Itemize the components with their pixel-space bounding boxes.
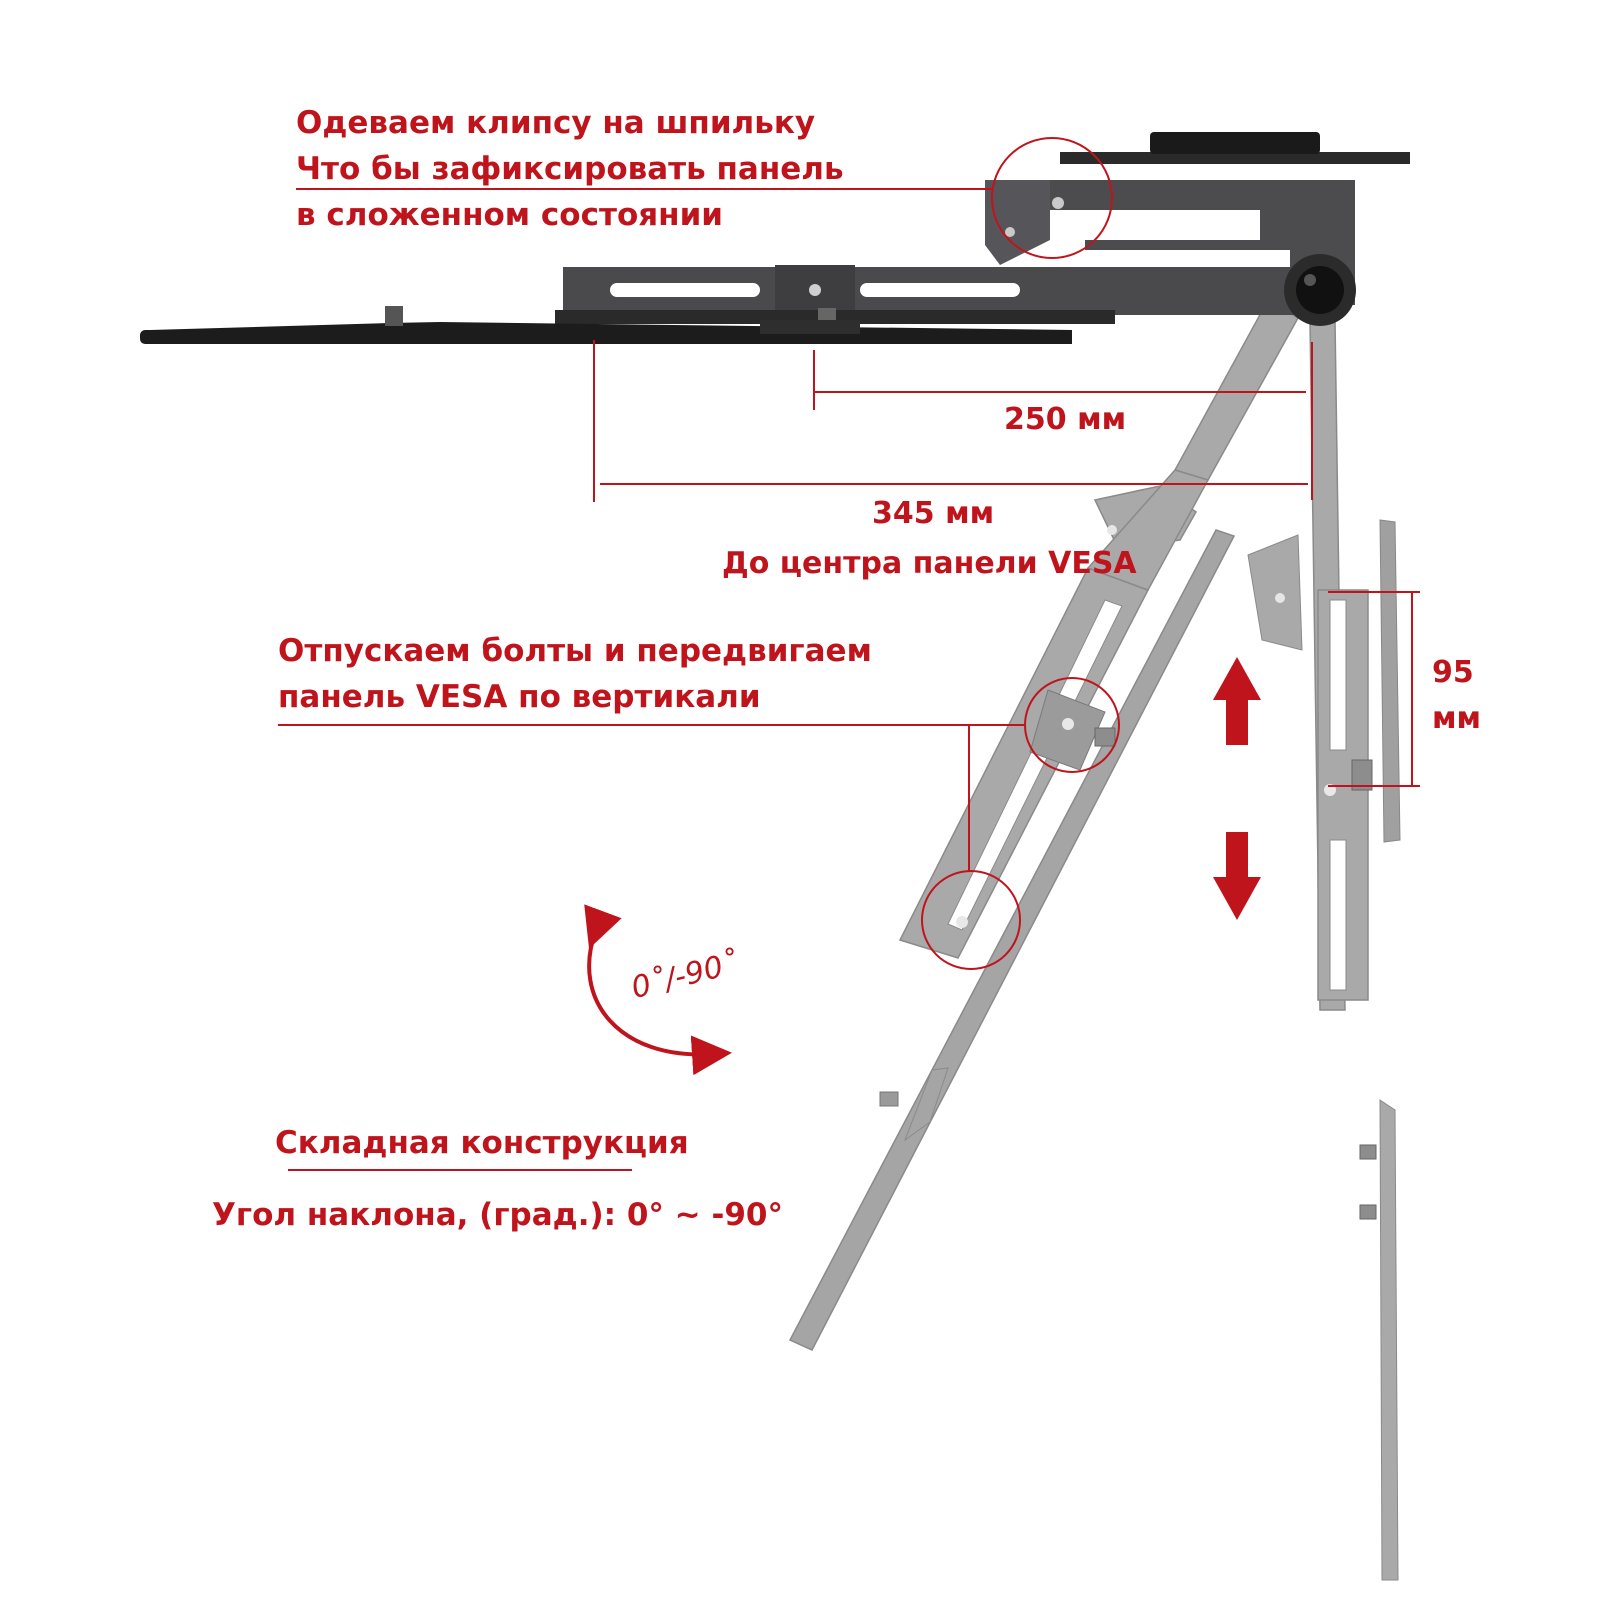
pivot-knob xyxy=(1284,254,1356,326)
dimension-lines xyxy=(593,340,1420,787)
bolts-note: Отпускаем болты и передвигаем панель VES… xyxy=(278,628,872,720)
dimension-95-unit: мм xyxy=(1432,701,1482,736)
clip-note-line-1: Одеваем клипсу на шпильку xyxy=(296,105,816,141)
tilt-arc-arrow-icon xyxy=(584,904,732,1076)
folding-title: Складная конструкция xyxy=(275,1125,689,1161)
clip-note-line-2: Что бы зафиксировать панель xyxy=(296,151,844,187)
diagonal-support-arm xyxy=(898,298,1300,959)
ceiling-mount xyxy=(985,132,1410,305)
callout-bolts xyxy=(278,677,1120,970)
clip-note-line-3: в сложенном состоянии xyxy=(296,197,724,233)
callout-clip xyxy=(296,137,1113,259)
dimension-95: 95 мм xyxy=(1432,650,1481,742)
tilted-vesa-panel xyxy=(788,485,1236,1351)
slide-down-arrow-icon xyxy=(1213,832,1261,920)
tilt-range: Угол наклона, (град.): 0° ~ -90° xyxy=(212,1197,783,1233)
bolts-note-line-1: Отпускаем болты и передвигаем xyxy=(278,633,872,669)
dimension-95-value: 95 xyxy=(1432,655,1474,690)
bolts-note-line-2: панель VESA по вертикали xyxy=(278,679,761,715)
slide-up-arrow-icon xyxy=(1213,657,1261,745)
dimension-345: 345 мм xyxy=(872,496,995,531)
horizontal-arm xyxy=(555,265,1328,324)
vertical-vesa-panel xyxy=(1317,519,1401,1581)
ceiling-plates xyxy=(140,306,1072,344)
dimension-345-caption: До центра панели VESA xyxy=(722,546,1137,581)
clip-note: Одеваем клипсу на шпильку Что бы зафикси… xyxy=(296,100,844,238)
dimension-250: 250 мм xyxy=(1004,402,1127,437)
